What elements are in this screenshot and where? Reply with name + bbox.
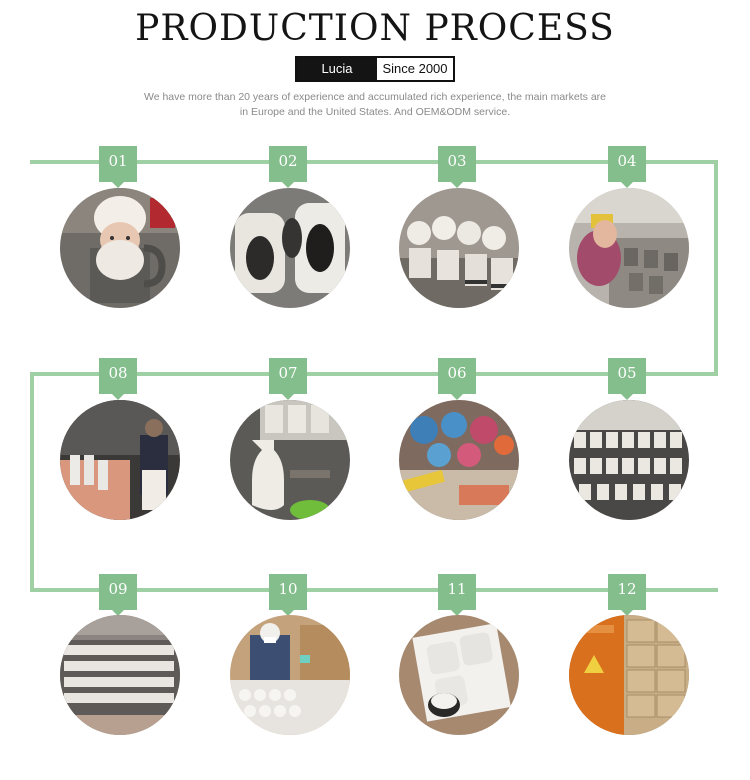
glazing-teapots-photo bbox=[399, 400, 519, 520]
intro-description: We have more than 20 years of experience… bbox=[143, 91, 607, 118]
drying-rack-mugs-photo bbox=[569, 400, 689, 520]
page-title: PRODUCTION PROCESS bbox=[135, 8, 615, 49]
packing-worker-photo bbox=[230, 615, 350, 735]
connector-right-vertical bbox=[714, 160, 718, 376]
connector-left-vertical bbox=[30, 372, 34, 592]
trimming-vase-photo bbox=[230, 400, 350, 520]
shipping-container-photo bbox=[569, 615, 689, 735]
santa-mug-photo bbox=[60, 188, 180, 308]
step-badge-01: 01 bbox=[99, 146, 137, 188]
connector-row1 bbox=[30, 160, 718, 164]
jars-with-lids-photo bbox=[399, 188, 519, 308]
molds-photo bbox=[230, 188, 350, 308]
sponging-mugs-photo bbox=[569, 188, 689, 308]
step-badge-03: 03 bbox=[438, 146, 476, 188]
warehouse-shelves-photo bbox=[60, 615, 180, 735]
step-badge-09: 09 bbox=[99, 574, 137, 616]
connector-row2 bbox=[30, 372, 718, 376]
step-badge-05: 05 bbox=[608, 358, 646, 400]
brand-since: Since 2000 bbox=[377, 58, 453, 80]
kiln-worker-photo bbox=[60, 400, 180, 520]
step-badge-11: 11 bbox=[438, 574, 476, 616]
brand-tag: Lucia Since 2000 bbox=[295, 56, 455, 82]
step-badge-06: 06 bbox=[438, 358, 476, 400]
step-badge-04: 04 bbox=[608, 146, 646, 188]
packaged-dishes-photo bbox=[399, 615, 519, 735]
step-badge-08: 08 bbox=[99, 358, 137, 400]
connector-row3 bbox=[30, 588, 718, 592]
step-badge-02: 02 bbox=[269, 146, 307, 188]
brand-name: Lucia bbox=[297, 58, 377, 80]
step-badge-07: 07 bbox=[269, 358, 307, 400]
step-badge-10: 10 bbox=[269, 574, 307, 616]
step-badge-12: 12 bbox=[608, 574, 646, 616]
